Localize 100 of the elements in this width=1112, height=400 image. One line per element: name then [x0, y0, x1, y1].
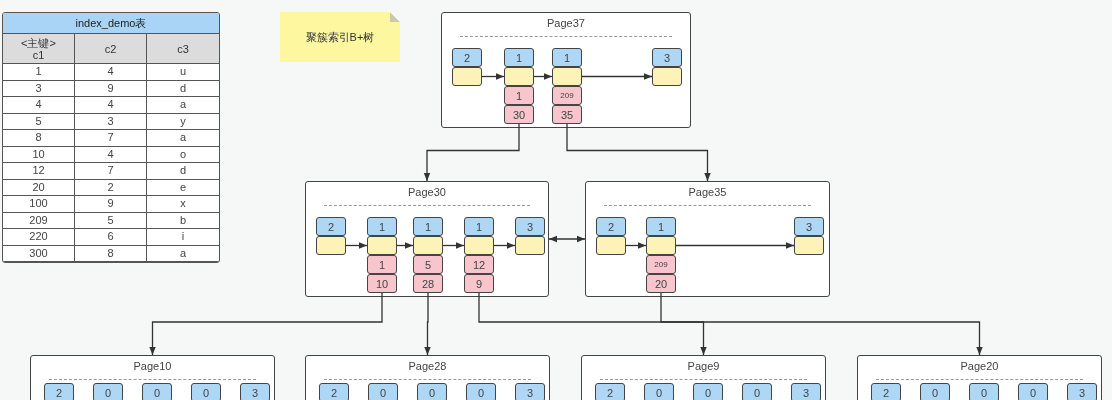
type-cell: 2 — [595, 383, 625, 400]
table-cell: a — [147, 245, 219, 262]
table-cell: e — [147, 179, 219, 196]
table-cell: 220 — [3, 229, 75, 246]
table-cell: 12 — [3, 163, 75, 180]
type-cell: 0 — [693, 383, 723, 400]
key-cell: 209 — [552, 86, 582, 105]
table-cell: 5 — [3, 113, 75, 130]
table-cell: 4 — [75, 97, 147, 114]
type-cell: 0 — [368, 383, 398, 400]
page-box — [585, 181, 830, 297]
type-cell: 3 — [1067, 383, 1097, 400]
type-cell: 0 — [1018, 383, 1048, 400]
type-cell: 3 — [652, 48, 682, 67]
type-cell: 2 — [452, 48, 482, 67]
type-cell: 2 — [44, 383, 74, 400]
arrow — [478, 292, 707, 356]
table-cell: 1 — [3, 64, 75, 81]
table-cell: x — [147, 196, 219, 213]
key-cell: 30 — [504, 105, 534, 124]
arrow — [566, 123, 711, 182]
table-cell: 3 — [3, 80, 75, 97]
table-cell: 9 — [75, 196, 147, 213]
table-cell: i — [147, 229, 219, 246]
arrow — [149, 292, 383, 356]
arrow — [625, 242, 647, 249]
table-cell: 300 — [3, 245, 75, 262]
column-header: <主键> c1 — [3, 34, 75, 64]
table-cell: 4 — [75, 64, 147, 81]
table-title: index_demo表 — [3, 13, 219, 34]
key-cell: 20 — [646, 274, 676, 293]
page-title: Page9 — [686, 360, 721, 372]
arrow — [548, 235, 586, 243]
key-cell: 9 — [464, 274, 494, 293]
page-title: Page20 — [959, 360, 1000, 372]
table-cell: 7 — [75, 130, 147, 147]
table-cell: b — [147, 212, 219, 229]
page-title: Page30 — [407, 186, 447, 198]
arrow — [442, 242, 465, 249]
type-cell: 1 — [646, 217, 676, 236]
arrow — [423, 123, 520, 182]
table-cell: 3 — [75, 113, 147, 130]
key-cell: 28 — [413, 274, 443, 293]
arrow — [481, 73, 505, 80]
type-cell: 1 — [367, 217, 397, 236]
table-cell: 100 — [3, 196, 75, 213]
key-cell: 12 — [464, 255, 494, 274]
type-cell: 0 — [644, 383, 674, 400]
type-cell: 1 — [552, 48, 582, 67]
table-cell: 4 — [75, 146, 147, 163]
arrow — [493, 242, 516, 249]
column-header: c2 — [75, 34, 147, 64]
key-cell: 1 — [367, 255, 397, 274]
arrow — [533, 73, 553, 80]
table-cell: u — [147, 64, 219, 81]
table-cell: d — [147, 163, 219, 180]
type-cell: 0 — [191, 383, 221, 400]
type-cell: 0 — [466, 383, 496, 400]
arrow — [424, 292, 431, 356]
column-header: c3 — [147, 34, 219, 64]
table-cell: 8 — [75, 245, 147, 262]
type-cell: 0 — [417, 383, 447, 400]
page-title: Page35 — [687, 186, 728, 198]
type-cell: 3 — [515, 383, 545, 400]
table-cell: 9 — [75, 80, 147, 97]
key-cell: 10 — [367, 274, 397, 293]
page-title: Page28 — [407, 360, 448, 372]
sticky-note: 聚簇索引B+树 — [280, 12, 400, 62]
page-box — [441, 12, 691, 128]
type-cell: 0 — [93, 383, 123, 400]
table-cell: a — [147, 130, 219, 147]
table-cell: 6 — [75, 229, 147, 246]
type-cell: 0 — [920, 383, 950, 400]
table-cell: 4 — [3, 97, 75, 114]
type-cell: 3 — [240, 383, 270, 400]
table-cell: y — [147, 113, 219, 130]
table-cell: 7 — [75, 163, 147, 180]
table-cell: 5 — [75, 212, 147, 229]
key-cell: 35 — [552, 105, 582, 124]
arrow — [396, 242, 414, 249]
type-cell: 0 — [969, 383, 999, 400]
type-cell: 0 — [142, 383, 172, 400]
page-title: Page10 — [132, 360, 173, 372]
key-cell: 5 — [413, 255, 443, 274]
arrow — [581, 73, 653, 80]
table-cell: d — [147, 80, 219, 97]
type-cell: 3 — [794, 217, 824, 236]
page-box — [305, 181, 549, 297]
type-cell: 2 — [316, 217, 346, 236]
table-cell: 10 — [3, 146, 75, 163]
type-cell: 2 — [319, 383, 349, 400]
table-cell: 20 — [3, 179, 75, 196]
type-cell: 3 — [515, 217, 545, 236]
table-cell: 209 — [3, 212, 75, 229]
type-cell: 2 — [596, 217, 626, 236]
table-cell: 2 — [75, 179, 147, 196]
table-cell: o — [147, 146, 219, 163]
arrow — [660, 292, 983, 356]
arrow — [345, 242, 368, 249]
type-cell: 2 — [871, 383, 901, 400]
